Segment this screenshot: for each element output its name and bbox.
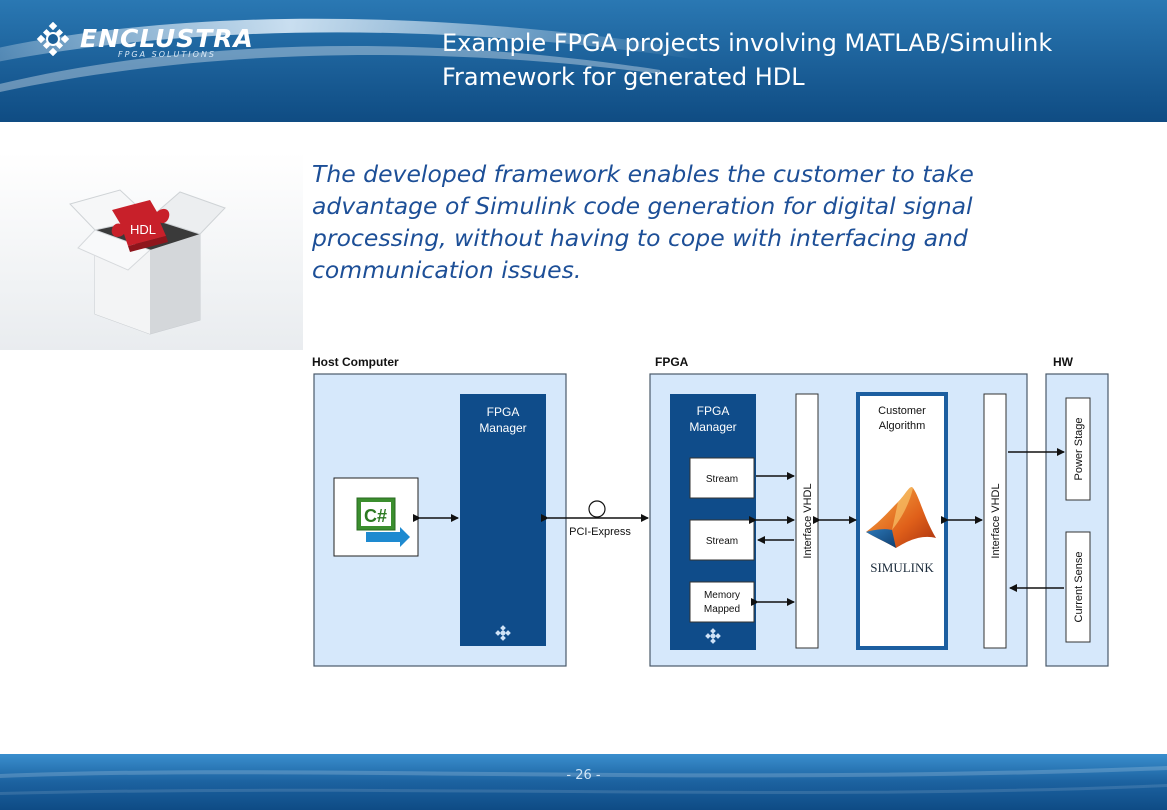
interface-right-label: Interface VHDL [990, 483, 1002, 558]
stream-out-label: Stream [706, 474, 738, 485]
host-fpga-manager [460, 394, 546, 646]
architecture-diagram: Host Computer FPGA HW C# FPGA Manager PC… [312, 355, 1109, 667]
slide-header: ENCLUSTRA FPGA SOLUTIONS Example FPGA pr… [0, 0, 1167, 122]
footer-streaks [0, 766, 1167, 795]
csharp-icon: C# [356, 497, 410, 547]
customer-line1: Customer [878, 405, 926, 417]
fpga-manager-line1: FPGA [697, 404, 730, 418]
power-stage-label: Power Stage [1073, 418, 1085, 481]
slide-footer: - 26 - [0, 754, 1167, 810]
csharp-label: C# [364, 506, 387, 526]
hdl-box-image: HDL [0, 152, 303, 350]
host-manager-line2: Manager [479, 421, 526, 435]
slide-title: Example FPGA projects involving MATLAB/S… [442, 26, 1052, 94]
simulink-label: SIMULINK [870, 560, 934, 575]
header-swoosh [0, 18, 700, 92]
stream-in-block [689, 519, 755, 561]
memory-line1: Memory [704, 590, 740, 601]
memory-mapped-block [689, 581, 755, 623]
current-sense-block [1065, 531, 1091, 643]
pci-connector-icon [588, 500, 606, 518]
enclustra-logo: ENCLUSTRA [36, 22, 254, 56]
page-number: - 26 - [566, 768, 601, 783]
host-computer-label: Host Computer [312, 355, 399, 369]
title-line-2: Framework for generated HDL [442, 63, 805, 91]
fpga-manager-logo-icon [705, 628, 721, 644]
memory-line2: Mapped [704, 604, 740, 615]
simulink-logo-icon [866, 487, 936, 548]
customer-line2: Algorithm [879, 420, 925, 432]
current-sense-label: Current Sense [1073, 552, 1085, 623]
logo-text: ENCLUSTRA [80, 24, 254, 53]
power-stage-block [1065, 397, 1091, 501]
fpga-manager-line2: Manager [689, 420, 736, 434]
puzzle-label: HDL [130, 222, 156, 237]
interface-left-label: Interface VHDL [802, 483, 814, 558]
fpga-label: FPGA [655, 355, 689, 369]
hw-label: HW [1053, 355, 1074, 369]
host-manager-line1: FPGA [487, 405, 520, 419]
stream-in-label: Stream [706, 536, 738, 547]
logo-subtext: FPGA SOLUTIONS [118, 50, 216, 59]
lead-paragraph: The developed framework enables the cust… [312, 160, 974, 284]
pci-express-label: PCI-Express [569, 526, 631, 538]
title-line-1: Example FPGA projects involving MATLAB/S… [442, 29, 1053, 57]
stream-out-block [689, 457, 755, 499]
logo-icon [36, 22, 70, 56]
interface-vhdl-right [983, 393, 1007, 649]
host-manager-logo-icon [495, 625, 511, 641]
